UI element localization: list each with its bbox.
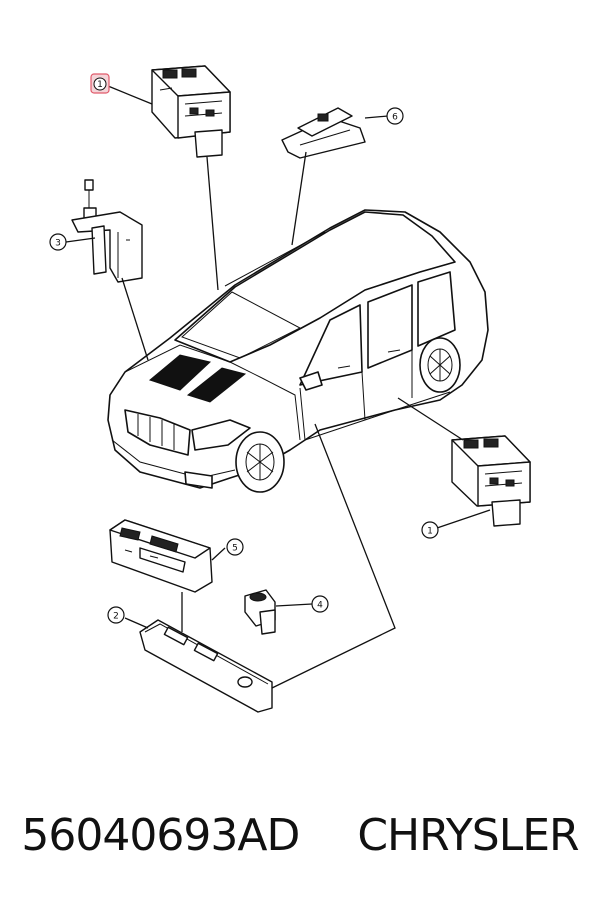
part-1-switch-top (151, 65, 231, 158)
part-number: 56040693AD (21, 809, 300, 861)
callout-4: 4 (311, 595, 329, 613)
part-6-switch-bracket (281, 107, 366, 159)
callout-2-label: 2 (113, 612, 119, 622)
leader-lines (65, 85, 491, 689)
callout-1-right: 1 (421, 521, 439, 539)
callout-1-right-label: 1 (427, 527, 433, 537)
part-3-sensor-bracket (71, 179, 143, 283)
callout-3-label: 3 (55, 239, 61, 249)
callout-5-label: 5 (232, 544, 238, 554)
part-1-switch-right (451, 435, 531, 527)
part-2-bezel (139, 619, 273, 713)
car-illustration (107, 209, 489, 493)
callout-6-label: 6 (392, 113, 398, 123)
part-4-switch (244, 589, 276, 635)
callout-1-top: 1 (90, 73, 110, 94)
callout-6: 6 (386, 107, 404, 125)
callout-1-top-label: 1 (97, 80, 103, 90)
caption: 56040693AD CHRYSLER (0, 800, 600, 870)
callout-2: 2 (107, 606, 125, 624)
part-5-window-switch (109, 519, 213, 593)
callout-3: 3 (49, 233, 67, 251)
brand-name: CHRYSLER (357, 809, 579, 861)
callout-4-label: 4 (317, 601, 323, 611)
callout-5: 5 (226, 538, 244, 556)
